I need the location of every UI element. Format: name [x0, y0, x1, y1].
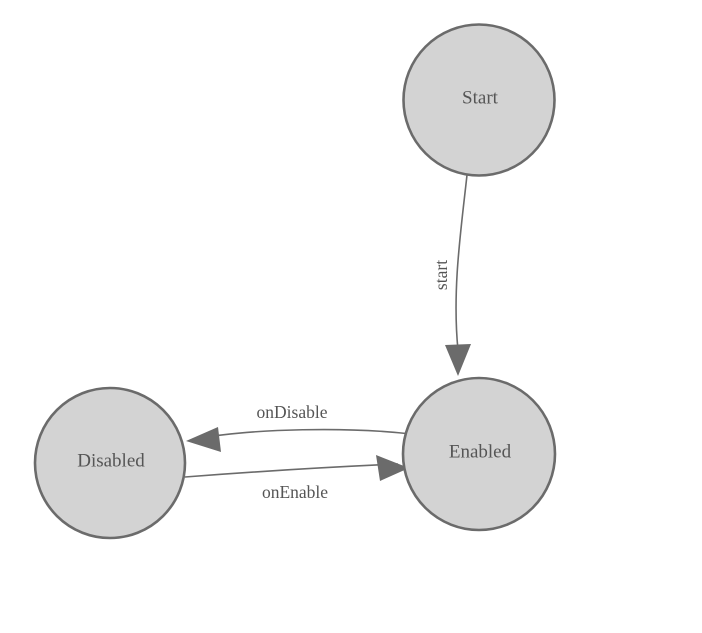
edge-start-to-enabled-path: [455, 174, 468, 351]
arrowhead-right-icon: [376, 455, 409, 481]
edge-label-start: start: [431, 260, 451, 290]
edge-label-ondisable: onDisable: [257, 402, 328, 422]
node-start-circle: [402, 23, 556, 177]
node-enabled[interactable]: Enabled: [401, 376, 557, 532]
edge-enabled-to-disabled[interactable]: onDisable: [186, 402, 412, 452]
node-disabled[interactable]: Disabled: [33, 386, 187, 540]
node-enabled-label: Enabled: [449, 441, 512, 462]
edge-disabled-to-enabled[interactable]: onEnable: [184, 455, 409, 502]
arrowhead-left-icon: [186, 427, 221, 452]
node-enabled-circle: [401, 376, 557, 532]
node-disabled-circle: [33, 386, 187, 540]
node-start[interactable]: Start: [402, 23, 556, 177]
edge-label-onenable: onEnable: [262, 482, 328, 502]
node-start-label: Start: [462, 87, 499, 108]
edge-start-to-enabled[interactable]: start: [431, 174, 471, 376]
node-disabled-label: Disabled: [77, 450, 145, 471]
edge-enabled-to-disabled-path: [194, 428, 412, 440]
edge-disabled-to-enabled-path: [184, 463, 399, 478]
arrowhead-down-icon: [445, 344, 471, 376]
